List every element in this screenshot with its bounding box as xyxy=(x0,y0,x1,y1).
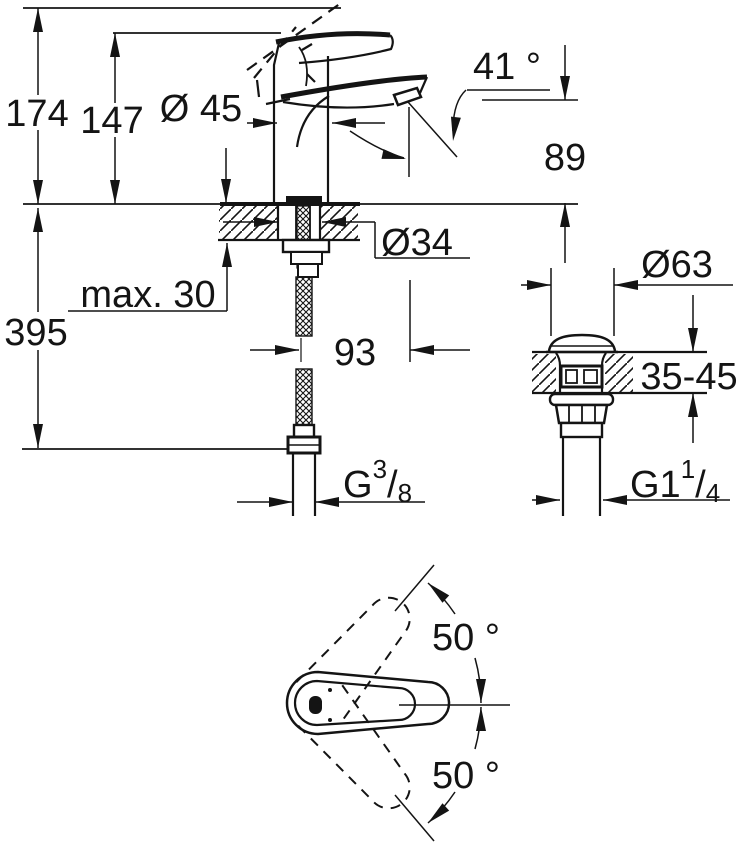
base-gasket xyxy=(286,196,322,203)
supply-thread-label: G3/8 xyxy=(343,454,412,508)
waste-seal-washer xyxy=(548,392,615,407)
dim-jet-angle: 41 ° xyxy=(473,46,541,88)
side-view: 174 147 Ø 45 41 ° 89 max. 30 395 Ø34 93 … xyxy=(4,2,586,516)
dim-outlet-reach: 93 xyxy=(334,332,376,374)
dim-body-diameter: Ø 45 xyxy=(160,88,242,130)
swing-angle-dimensions xyxy=(394,564,486,842)
popup-waste-view: Ø63 35-45 G11/4 xyxy=(521,244,738,516)
dim-swing-up: 50 ° xyxy=(432,617,500,659)
handle-top-view: 50 ° 50 ° xyxy=(285,564,510,842)
mounting-flange xyxy=(281,238,331,254)
supply-tube xyxy=(291,453,317,516)
side-view-dimensions xyxy=(33,8,570,507)
waste-dimensions xyxy=(521,280,733,505)
dim-max-deck-thickness: max. 30 xyxy=(80,274,215,316)
braided-hose-upper xyxy=(295,276,313,337)
dim-outlet-height: 89 xyxy=(544,137,586,179)
waste-thread-label: G11/4 xyxy=(630,454,720,508)
braided-hose-lower xyxy=(295,368,313,426)
popup-waste-body xyxy=(546,333,618,516)
dim-hole-diameter: Ø34 xyxy=(381,222,453,264)
dim-total-height: 174 xyxy=(5,93,68,135)
faucet-body xyxy=(272,31,429,203)
dim-handle-height: 147 xyxy=(80,100,143,142)
dim-waste-deck-range: 35-45 xyxy=(640,356,737,398)
dim-below-deck-length: 395 xyxy=(4,312,67,354)
supply-hose xyxy=(281,205,331,516)
handle-logo-spot xyxy=(309,696,322,714)
dim-waste-flange-diameter: Ø63 xyxy=(641,244,713,286)
waste-cap-dome xyxy=(547,333,617,352)
jet-angle-lines xyxy=(349,89,550,362)
dim-swing-down: 50 ° xyxy=(432,755,500,797)
handle-lever-inner xyxy=(293,679,417,727)
waste-tailpipe xyxy=(561,437,602,516)
raised-handle-dashed xyxy=(246,2,342,106)
handle-lever-outline xyxy=(285,670,451,736)
